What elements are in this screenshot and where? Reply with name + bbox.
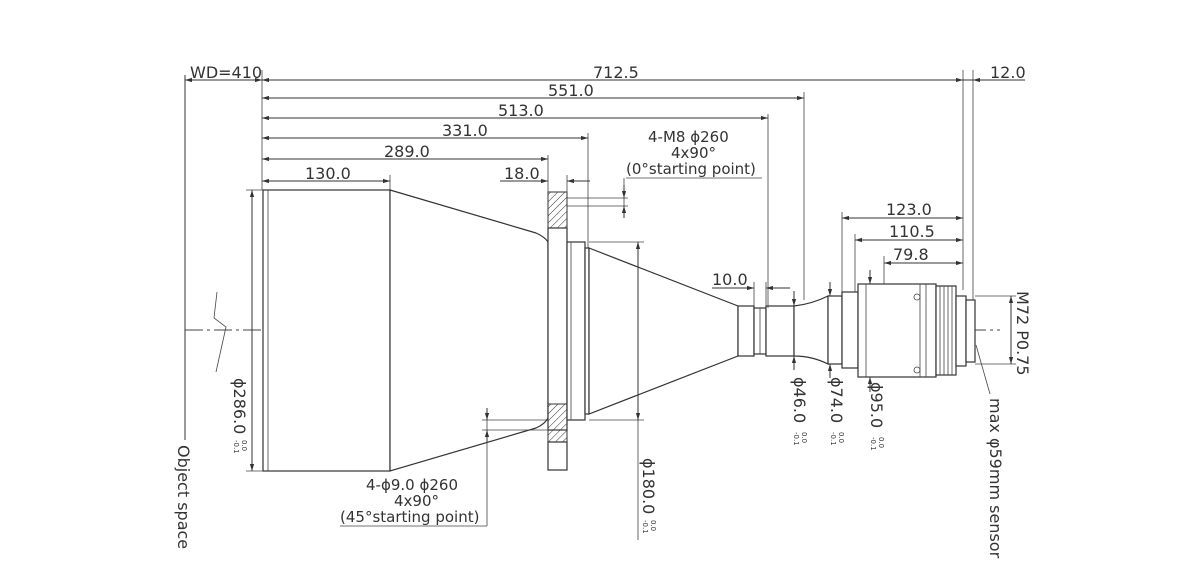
dim-331: 331.0 [442,121,488,140]
focus-ring [935,285,957,376]
tol-lower-180: -0.1 [641,520,649,534]
rear-barrel [857,283,937,378]
dim-d286: ϕ286.0 [230,378,249,434]
hole-note-line3: (45°starting point) [340,508,479,526]
front-barrel [262,189,391,472]
mounting-flange-bottom [547,403,568,443]
dim-130: 130.0 [305,164,351,183]
tol-lower-286: -0.1 [232,440,240,454]
dim-d46: ϕ46.0 [790,377,809,423]
dim-10-group: 10.0 [712,270,790,306]
tol-upper-46: 0.0 [800,432,808,443]
tol-lower-46: -0.1 [792,432,800,446]
object-space-reference: Object space [174,75,262,549]
dim-d74: ϕ74.0 [827,377,846,423]
tol-upper-180: 0.0 [649,520,657,531]
length-dimensions: 712.5 WD=410 12.0 551.0 513.0 331.0 289.… [190,63,1026,308]
m8-note-line1: 4-M8 ϕ260 [648,128,729,146]
diameter-286: ϕ286.0 0.0 -0.1 [230,189,263,472]
flange-shoulder [566,241,586,421]
mounting-flange [547,227,568,431]
sensor-callout: max φ59mm sensor [975,344,1005,559]
mount-label: M72 P0.75 [1013,291,1032,376]
dim-18: 18.0 [504,164,540,183]
front-cone [389,189,549,472]
lens-neck [737,305,755,357]
dim-d180: ϕ180.0 [639,458,658,514]
mounting-flange-top [547,191,568,229]
dim-79: 79.8 [893,245,929,264]
mount-thread-callout: M72 P0.75 [975,291,1032,376]
rear-length-dimensions: 123.0 110.5 79.8 [841,200,963,292]
sensor-label: max φ59mm sensor [986,398,1005,559]
tol-upper-74: 0.0 [837,432,845,443]
axis-break-mark [213,291,227,373]
dim-289: 289.0 [384,142,430,161]
dim-flange-back: 12.0 [990,63,1026,82]
dim-513: 513.0 [498,101,544,120]
dim-d95: ϕ95.0 [867,382,886,428]
lens-body [262,189,976,472]
m8-thread-note: 4-M8 ϕ260 4x90° (0°starting point) [567,128,762,218]
hole-note-line2: 4x90° [394,492,439,510]
tol-lower-74: -0.1 [829,432,837,446]
dim-10: 10.0 [712,270,748,289]
small-diameters: ϕ46.0 0.0 -0.1 ϕ74.0 0.0 -0.1 ϕ95.0 0.0 … [790,270,886,451]
object-space-label: Object space [174,445,193,549]
dim-123: 123.0 [886,200,932,219]
m8-note-line3: (0°starting point) [626,160,756,178]
dim-working-distance: WD=410 [190,63,262,82]
mounting-hole-note: 4-ϕ9.0 ϕ260 4x90° (45°starting point) [340,408,548,527]
dim-total-length: 712.5 [593,63,639,82]
tol-lower-95: -0.1 [869,437,877,451]
m8-note-line2: 4x90° [671,144,716,162]
diameter-180: ϕ180.0 0.0 -0.1 [589,241,658,540]
tol-upper-95: 0.0 [877,437,885,448]
tol-upper-286: 0.0 [240,440,248,451]
hole-note-line1: 4-ϕ9.0 ϕ260 [366,476,458,494]
dim-551: 551.0 [548,81,594,100]
m72-mount [955,295,967,367]
dim-110: 110.5 [889,222,935,241]
